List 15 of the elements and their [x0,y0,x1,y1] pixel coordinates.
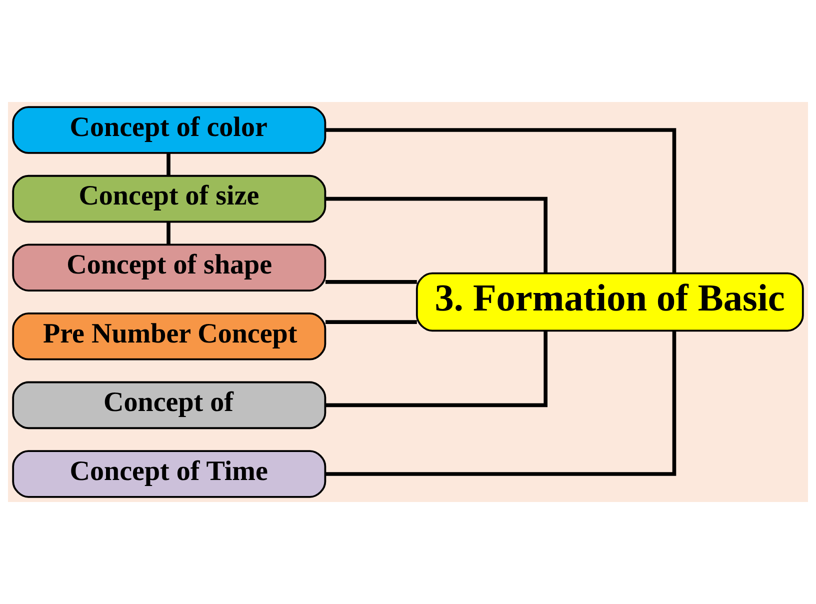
node-box: 3. Formation of Basic [416,272,804,332]
connector [326,128,676,274]
connector [326,330,676,476]
connector [326,196,548,274]
node-box: Concept of shape [12,244,326,292]
node-box: Concept of size [12,174,326,223]
connector [166,222,170,244]
node-box: Pre Number Concept [12,312,326,360]
connector [326,320,417,324]
node-box: Concept of color [12,106,326,154]
connector [326,280,417,284]
node-box: Concept of [12,381,326,430]
connector [326,330,548,408]
node-box: Concept of Time [12,450,326,498]
connector [166,153,170,176]
